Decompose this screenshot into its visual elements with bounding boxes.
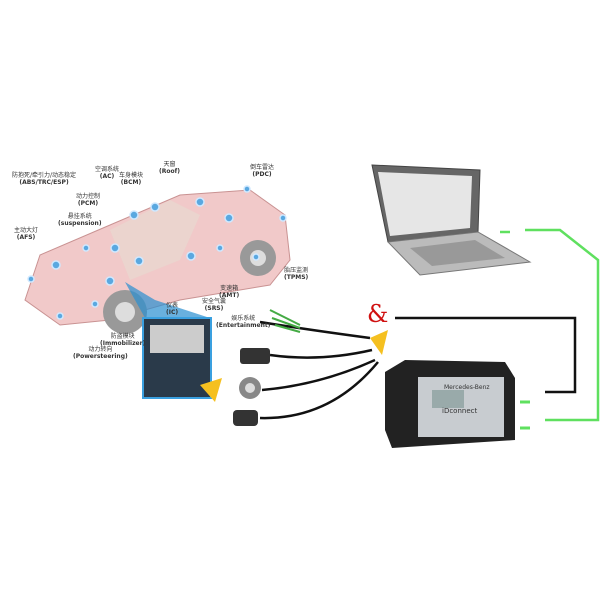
label-abs: 防抱死/牵引力/动态稳定(ABS/TRC/ESP): [12, 172, 77, 186]
label-ic: 仪表(IC): [166, 302, 179, 316]
cables: [259, 316, 577, 420]
green-cables: [500, 228, 600, 422]
label-ac: 空调系统(AC): [95, 166, 120, 180]
label-srs: 安全气囊(SRS): [202, 298, 227, 312]
laptop-illustration: [371, 164, 532, 276]
label-amt: 变速箱(AMT): [219, 285, 240, 299]
label-tpms: 胎压监测(TPMS): [284, 267, 309, 281]
label-immobilizer: 防盗模块(Immobilizer): [100, 333, 146, 347]
sensor-nodes: [27, 185, 287, 320]
label-afs: 主动大灯(AFS): [14, 227, 39, 241]
label-pcm: 动力控制(PCM): [76, 193, 101, 207]
label-bcm: 车身模块(BCM): [119, 172, 144, 186]
mb-star-c4-device: [385, 360, 530, 448]
label-entertainment: 娱乐系统(Entertainment): [216, 315, 271, 329]
device-model: iDconnect: [442, 407, 478, 415]
label-powersteering: 动力转向(Powersteering): [73, 346, 128, 360]
label-suspension: 悬挂系统(suspension): [58, 213, 102, 227]
car-illustration: [24, 185, 291, 402]
connectors: [233, 309, 301, 426]
label-pdc: 倒车雷达(PDC): [250, 164, 275, 178]
device-brand: Mercedes-Benz: [444, 384, 490, 391]
ampersand-symbol: &: [367, 300, 389, 328]
label-roof: 天窗(Roof): [159, 161, 180, 175]
